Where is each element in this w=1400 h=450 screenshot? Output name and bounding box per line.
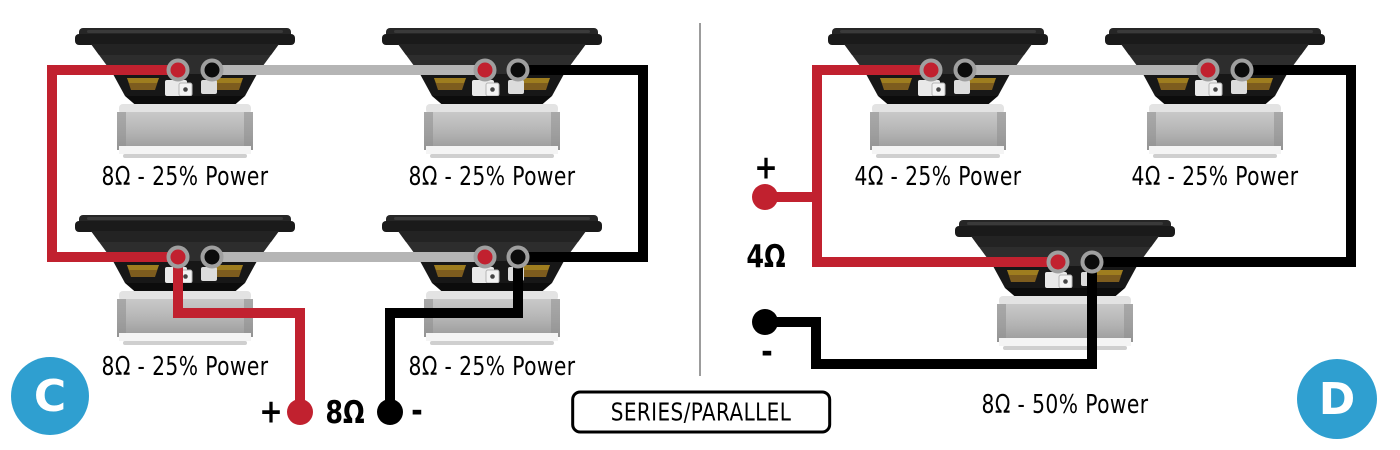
impedance-label: 8Ω <box>325 395 365 431</box>
speaker-power-label: 8Ω - 25% Power <box>101 352 269 382</box>
configuration-caption-text: SERIES/PARALLEL <box>610 397 792 427</box>
speaker-power-label: 8Ω - 25% Power <box>408 352 576 382</box>
speaker-illustration <box>382 28 602 159</box>
speaker-negative-terminal-icon <box>506 245 530 269</box>
amp-negative-terminal-icon <box>377 399 403 425</box>
speaker-illustration <box>75 215 295 346</box>
speaker-power-label: 8Ω - 25% Power <box>101 162 269 192</box>
speaker-positive-terminal-icon <box>166 245 190 269</box>
speaker-power-label: 4Ω - 25% Power <box>1131 162 1299 192</box>
configuration-caption: SERIES/PARALLEL <box>571 390 831 434</box>
speaker-positive-terminal-icon <box>1196 58 1220 82</box>
speaker-negative-terminal-icon <box>1230 58 1254 82</box>
impedance-label: 4Ω <box>746 239 786 275</box>
speaker-illustration <box>1105 28 1325 159</box>
section-badge-d: D <box>1297 359 1377 439</box>
speaker-illustration <box>382 215 602 346</box>
speaker-negative-terminal-icon <box>953 58 977 82</box>
speaker-positive-terminal-icon <box>919 58 943 82</box>
speaker-positive-terminal-icon <box>166 58 190 82</box>
minus-label: - <box>761 331 773 371</box>
speaker-illustration <box>828 28 1048 159</box>
speaker-positive-terminal-icon <box>1046 250 1070 274</box>
speaker-negative-terminal-icon <box>200 58 224 82</box>
speaker-positive-terminal-icon <box>473 245 497 269</box>
speaker-power-label: 8Ω - 25% Power <box>408 162 576 192</box>
speaker-power-label: 8Ω - 50% Power <box>981 390 1149 420</box>
speaker-illustration <box>955 220 1175 351</box>
speaker-positive-terminal-icon <box>473 58 497 82</box>
amp-positive-terminal-icon <box>752 184 778 210</box>
section-badge-c: C <box>11 357 89 435</box>
amp-positive-terminal-icon <box>287 399 313 425</box>
speaker-negative-terminal-icon <box>506 58 530 82</box>
plus-label: + <box>259 391 283 431</box>
speaker-illustration <box>75 28 295 159</box>
section-divider <box>699 23 701 376</box>
speaker-power-label: 4Ω - 25% Power <box>854 162 1022 192</box>
speaker-negative-terminal-icon <box>200 245 224 269</box>
minus-label: - <box>411 390 423 430</box>
speaker-negative-terminal-icon <box>1080 250 1104 274</box>
plus-label: + <box>754 147 778 187</box>
